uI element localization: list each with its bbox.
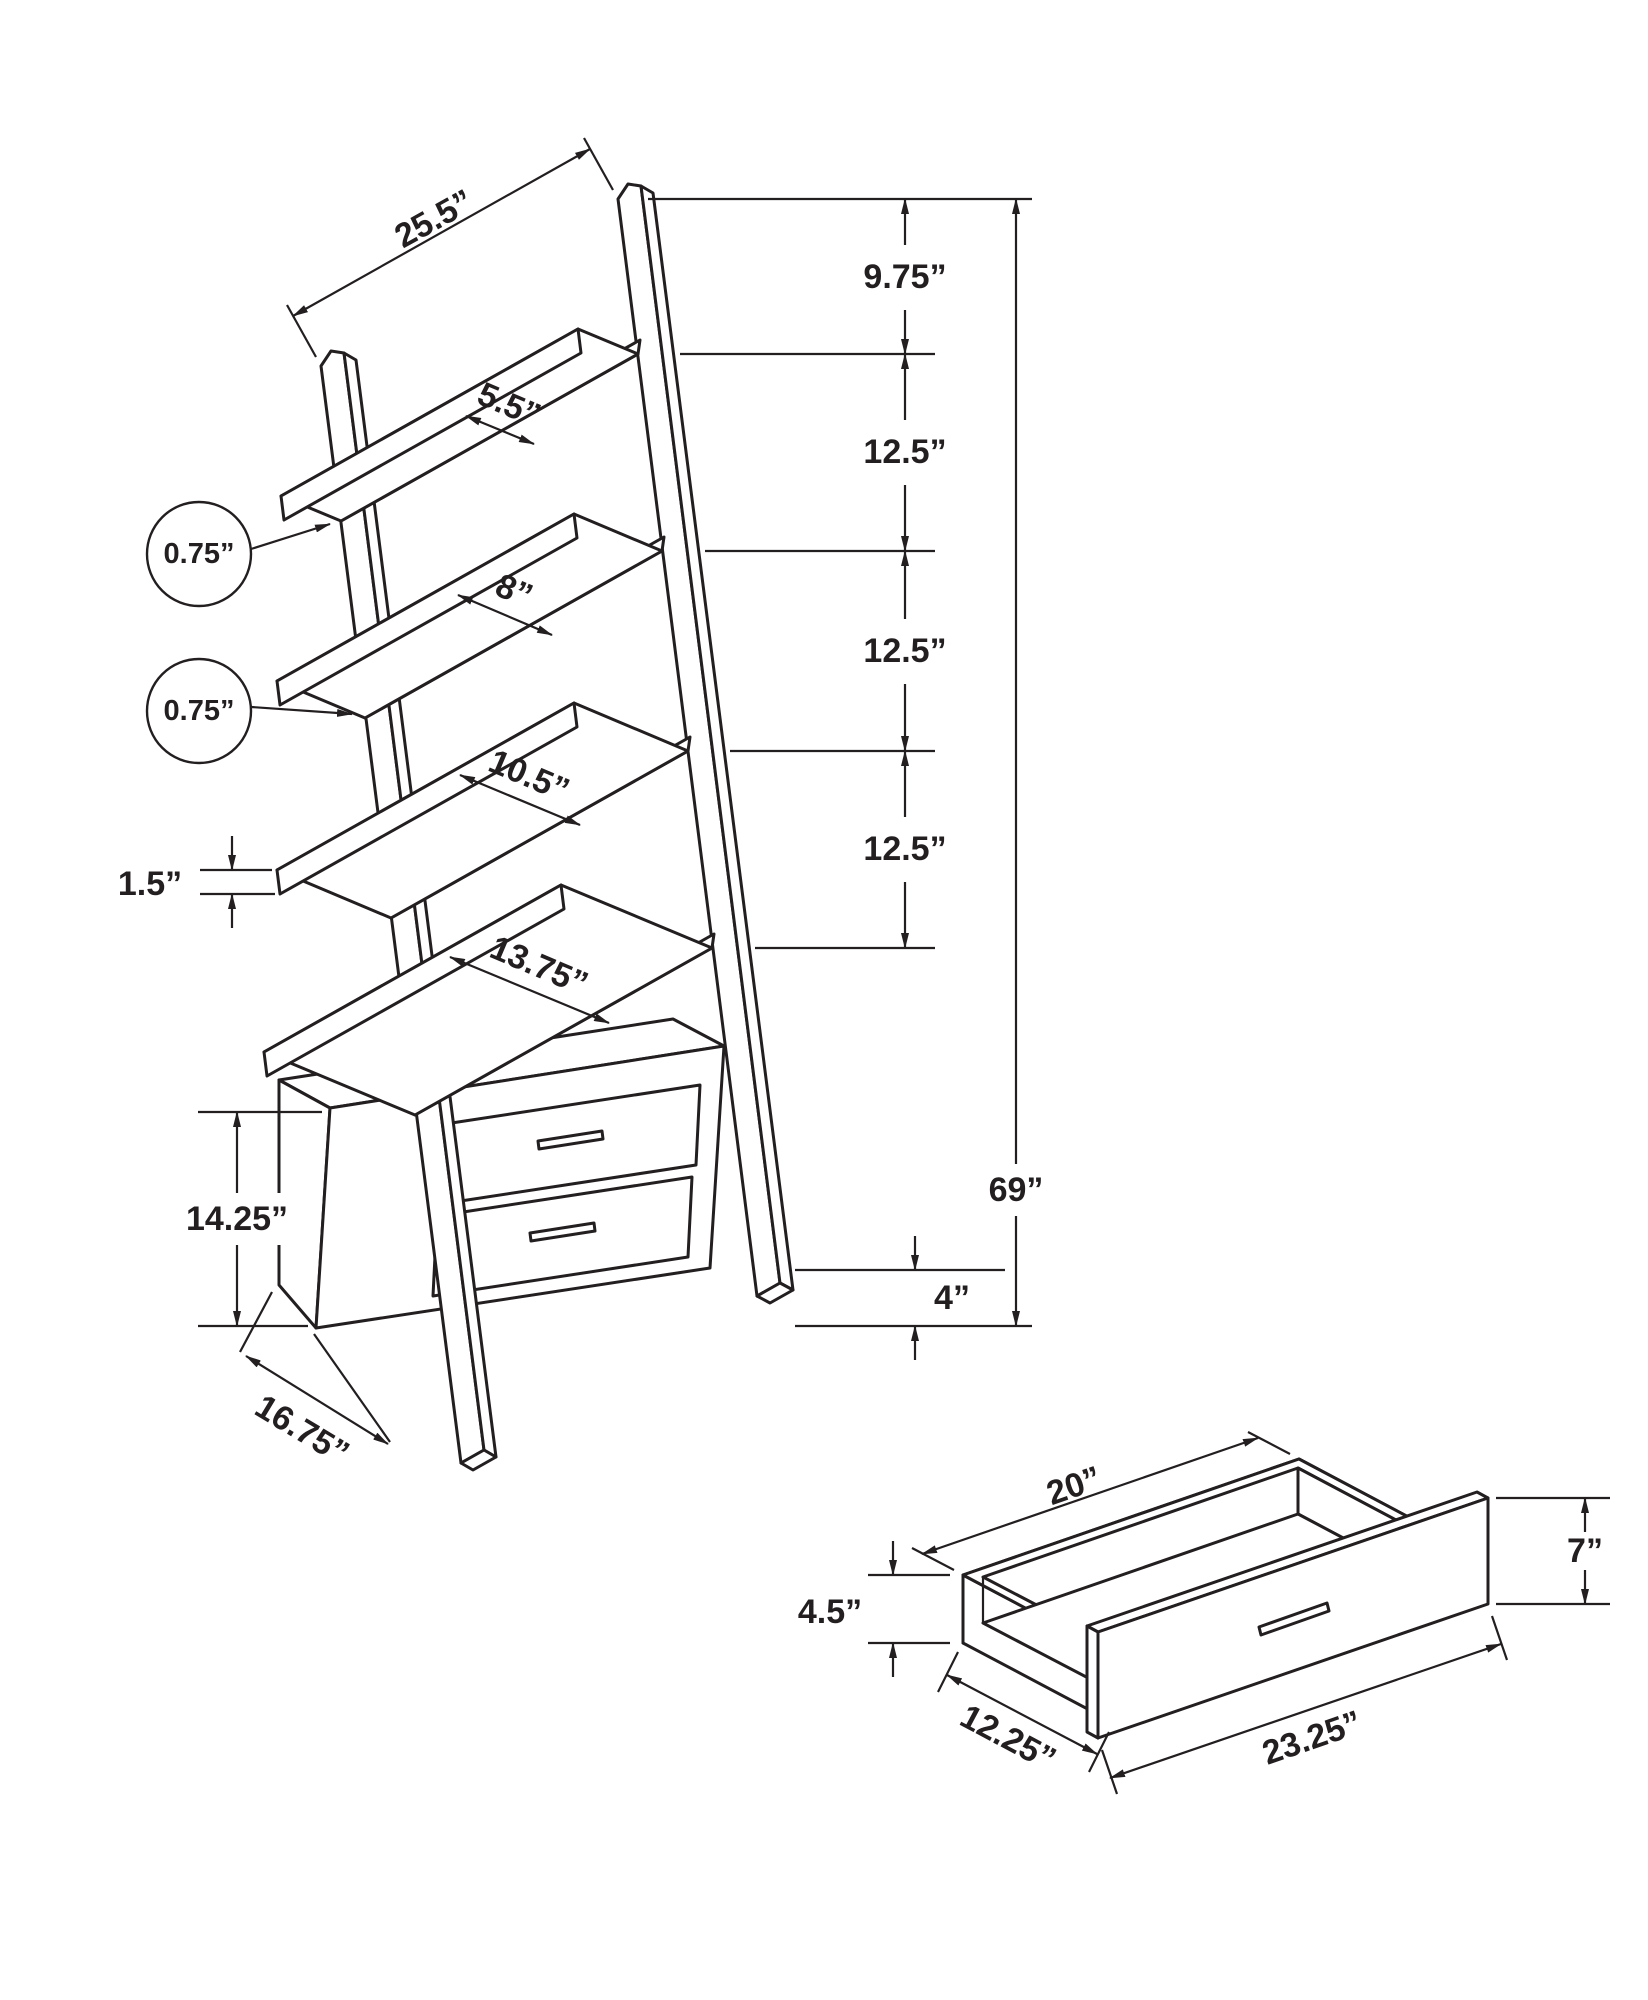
dim-label-drawer-front-height: 7” — [1567, 1532, 1603, 1570]
callout-board-thickness-1: 0.75” — [145, 500, 331, 608]
rail-left-foot — [459, 1448, 498, 1472]
dim-label-gap-2: 12.5” — [863, 433, 946, 471]
drawer-detail: 20” 7” 4.5” 12.25” — [798, 1431, 1610, 1795]
dim-label-gap-top: 9.75” — [863, 258, 946, 296]
dim-label-lip-height: 1.5” — [118, 865, 182, 903]
shelf-2-front-lip — [275, 512, 579, 707]
shelf-2 — [275, 512, 666, 720]
dim-label-overall-height: 69” — [989, 1171, 1044, 1209]
dim-label-base-depth: 16.75” — [248, 1387, 355, 1472]
dim-lip-height: 1.5” — [118, 836, 275, 928]
dim-label-foot-height: 4” — [934, 1279, 970, 1317]
dim-label-drawer-depth: 12.25” — [954, 1697, 1062, 1778]
dim-label-cabinet-height: 14.25” — [186, 1200, 288, 1238]
callout-label-thickness-2: 0.75” — [164, 695, 235, 727]
callout-label-thickness-1: 0.75” — [164, 538, 235, 570]
dim-label-drawer-side-height: 4.5” — [798, 1593, 862, 1631]
callout-circle-2 — [145, 657, 253, 765]
callout-board-thickness-2: 0.75” — [145, 657, 353, 765]
shelf-3-surface — [275, 701, 690, 920]
dim-drawer-side-height: 4.5” — [798, 1541, 950, 1677]
ladder-rail-right — [616, 182, 795, 1305]
shelf-3-front-lip — [275, 701, 579, 896]
callout-circle-1 — [145, 500, 253, 608]
dim-overall-height: 69” — [795, 198, 1058, 1328]
dim-label-gap-3: 12.5” — [863, 632, 946, 670]
shelf-2-surface — [275, 512, 664, 720]
dim-label-drawer-front-width: 23.25” — [1258, 1703, 1367, 1772]
drawer-detail-handle — [1257, 1601, 1331, 1637]
rail-right-foot — [755, 1281, 795, 1305]
dim-drawer-front-height: 7” — [1496, 1496, 1610, 1606]
shelf-1-front-lip — [279, 327, 583, 522]
shelf-3 — [275, 701, 692, 920]
drawer-handle-upper — [536, 1129, 605, 1151]
dim-label-gap-4: 12.5” — [863, 830, 946, 868]
dim-label-ladder-width: 25.5” — [388, 182, 479, 256]
dim-label-drawer-width: 20” — [1042, 1459, 1106, 1513]
shelf-4-front-lip — [262, 883, 566, 1078]
dim-foot-height: 4” — [795, 1236, 1005, 1360]
dim-chain-right: 9.75” 12.5” 12.5” 12.5” — [648, 197, 1032, 950]
drawer-front-panel-left-edge — [1085, 1624, 1100, 1740]
dim-cabinet-height: 14.25” — [178, 1110, 322, 1328]
drawer-handle-lower — [528, 1221, 597, 1243]
dim-ladder-width: 25.5” — [286, 137, 614, 358]
